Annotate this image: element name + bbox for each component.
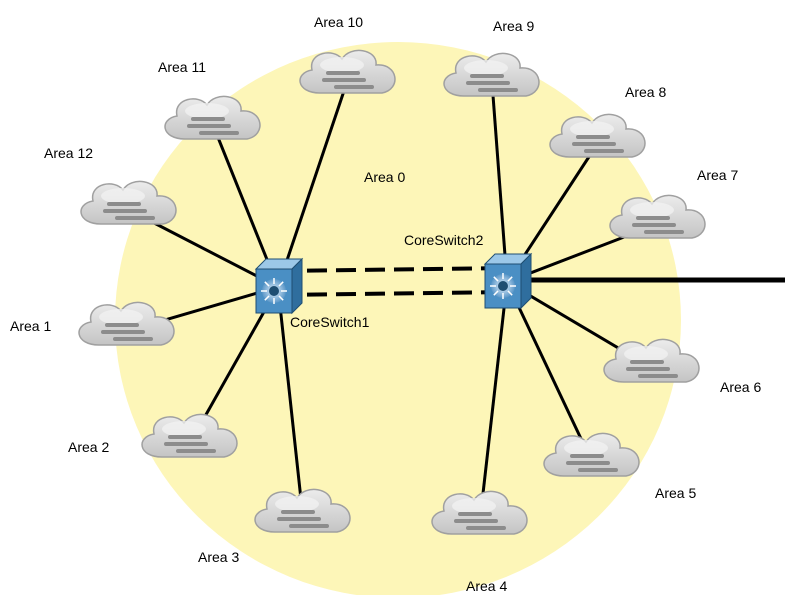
area-label: Area 6 — [720, 379, 761, 395]
area-label: Area 8 — [625, 84, 666, 100]
area-link — [276, 78, 350, 288]
area-label: Area 9 — [493, 18, 534, 34]
area-label: Area 11 — [158, 59, 206, 75]
area-label: Area 5 — [655, 485, 696, 501]
cloud-layer — [78, 49, 706, 535]
cloud-icon[interactable] — [603, 338, 700, 383]
area-label: Area 7 — [697, 167, 738, 183]
area-label: Area 4 — [466, 578, 507, 594]
cloud-icon[interactable] — [431, 490, 528, 535]
multilayer-switch-icon[interactable] — [254, 257, 304, 315]
label-layer: Area 1 Area 2 Area 3 Area 4 Area 5 Area … — [10, 14, 761, 594]
area-label: Area 2 — [68, 439, 109, 455]
multilayer-switch-icon[interactable] — [483, 252, 533, 310]
inter-switch-link — [277, 266, 508, 273]
cloud-icon[interactable] — [80, 180, 177, 225]
switch-label: CoreSwitch1 — [290, 314, 370, 330]
backbone-area-label: Area 0 — [364, 169, 405, 185]
backbone-area-region — [115, 42, 681, 595]
area-label: Area 1 — [10, 318, 51, 334]
cloud-icon[interactable] — [254, 488, 351, 533]
area-link — [478, 281, 509, 521]
switch-layer — [254, 252, 533, 315]
cloud-icon[interactable] — [141, 413, 238, 458]
switch-label: CoreSwitch2 — [404, 232, 484, 248]
area-link — [490, 81, 509, 283]
area-link — [505, 281, 594, 463]
cloud-icon[interactable] — [78, 301, 175, 346]
cloud-icon[interactable] — [443, 52, 540, 97]
area-label: Area 3 — [198, 549, 239, 565]
area-label: Area 12 — [44, 145, 93, 161]
cloud-icon[interactable] — [299, 49, 396, 94]
cloud-icon[interactable] — [164, 95, 261, 140]
cloud-icon[interactable] — [609, 194, 706, 239]
inter-switch-link — [277, 290, 508, 297]
cloud-icon[interactable] — [549, 113, 646, 158]
cloud-icon[interactable] — [543, 432, 640, 477]
area-link — [276, 286, 305, 519]
area-label: Area 10 — [314, 14, 363, 30]
